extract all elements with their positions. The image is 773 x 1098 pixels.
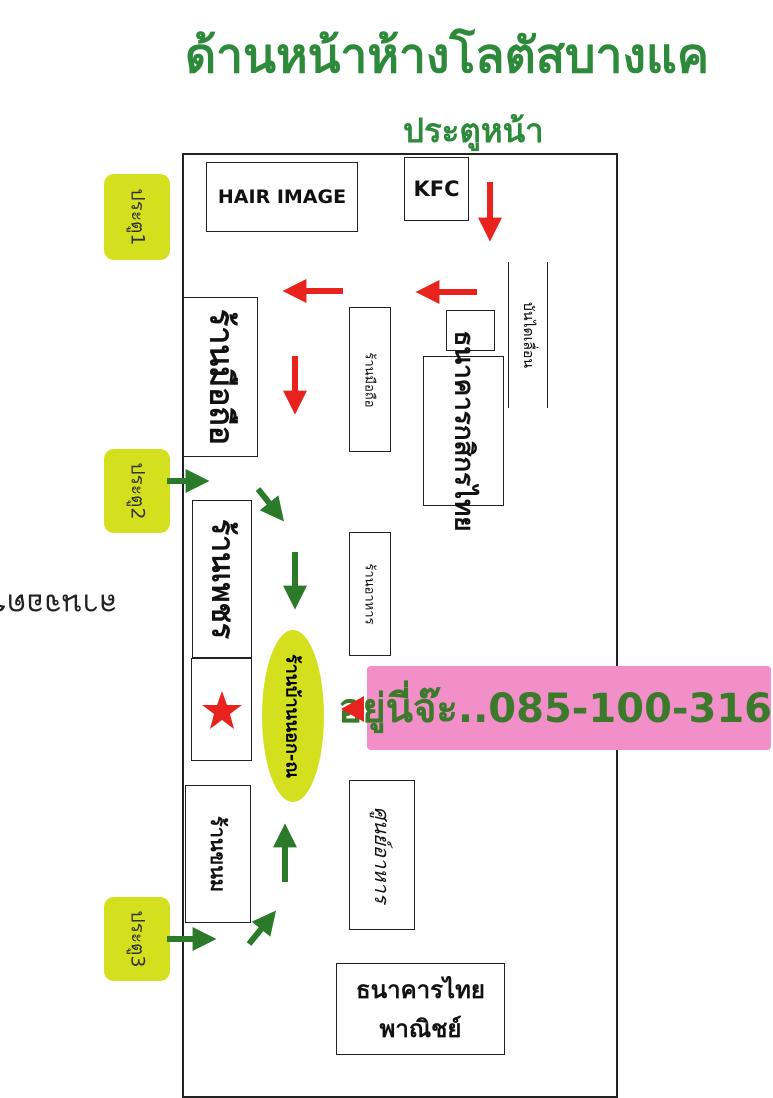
red-pointer-callout <box>341 696 364 722</box>
door-3[interactable]: ประตู3 <box>104 897 170 981</box>
our-shop-marker[interactable]: ร้านบ้านนอก-ณ <box>262 630 324 802</box>
door-2[interactable]: ประตู2 <box>104 449 170 533</box>
restaurant-small[interactable]: ร้านอาหาร <box>349 532 391 656</box>
sweets-shop[interactable]: ร้านขนม <box>185 785 251 923</box>
green-arrow-diag-2 <box>246 910 277 946</box>
kiosk-box <box>446 310 495 351</box>
door-1[interactable]: ประตู1 <box>104 174 170 260</box>
phone-shop[interactable]: ร้านมือถือ <box>183 297 258 457</box>
phone-shop-small[interactable]: ร้านมือถือ <box>349 307 391 452</box>
star-icon <box>201 690 242 729</box>
page-title: ด้านหน้าห้างโลตัสบางแค <box>185 28 709 84</box>
gold-shop[interactable]: ร้านเพชร <box>192 500 252 658</box>
kfc-shop[interactable]: KFC <box>404 157 469 221</box>
star-shop-box[interactable] <box>191 658 252 761</box>
location-callout: อยู่นี่จ๊ะ..085-100-3160 <box>338 666 773 750</box>
green-arrow-diag-1 <box>255 487 284 522</box>
kasikorn-bank[interactable]: ธนาคารกสิกรไทย <box>423 331 504 531</box>
front-door-label: ประตูหน้า <box>403 111 544 150</box>
food-center[interactable]: ศูนย์อาหาร <box>349 780 415 930</box>
scb-bank[interactable]: ธนาคารไทยพาณิชย์ <box>336 963 505 1055</box>
hair-image-shop[interactable]: HAIR IMAGE <box>206 162 358 232</box>
escalator[interactable]: บันไดเลื่อน <box>508 262 548 408</box>
